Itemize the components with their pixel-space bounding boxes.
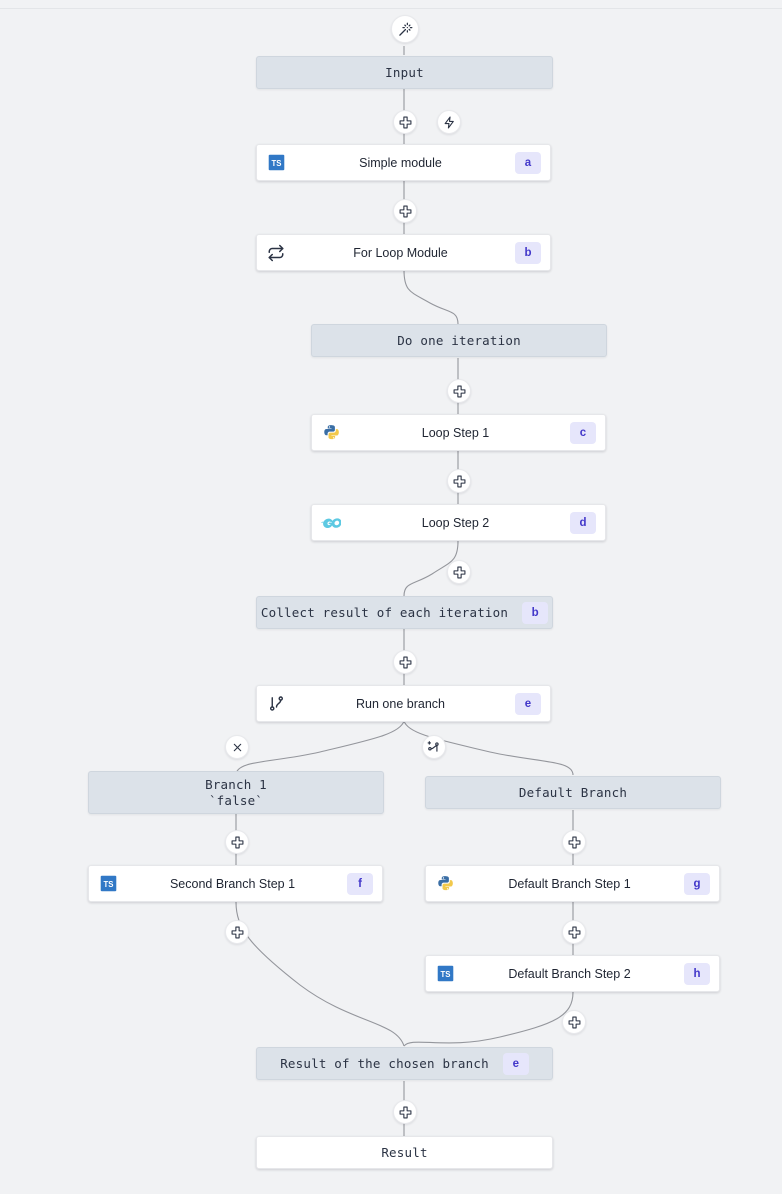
python-icon [321,423,341,443]
node-do-one-iteration[interactable]: Do one iteration [311,324,607,357]
node-second-branch-step-1-label: Second Branch Step 1 [169,876,296,891]
svg-text:TS: TS [103,880,113,889]
node-branch-1-label: Branch 1`false` [205,777,267,808]
typescript-icon: TS [266,153,286,173]
plus-icon [568,926,580,938]
node-branch-1-line2: `false` [208,792,264,808]
plus-icon [231,836,243,848]
node-run-one-branch-badge: e [515,692,541,715]
node-loop-step-1-badge: c [570,421,596,444]
git-branch-plus-icon [427,741,439,752]
plus-icon [399,116,411,128]
plus-icon [231,926,243,938]
node-default-branch-step-2-label: Default Branch Step 2 [508,966,631,981]
node-run-one-branch[interactable]: Run one branch e [256,685,551,722]
node-collect-result[interactable]: Collect result of each iteration b [256,596,553,629]
node-collect-result-badge: b [522,601,549,624]
node-second-branch-step-1-badge: f [347,872,373,895]
node-loop-step-2[interactable]: Loop Step 2 d [311,504,606,541]
node-input[interactable]: Input [256,56,553,89]
node-result-of-chosen-branch-label: Result of the chosen branch [280,1055,489,1071]
node-default-branch-step-1-label: Default Branch Step 1 [508,876,631,891]
close-icon [233,743,241,751]
node-do-one-iteration-label: Do one iteration [397,332,521,348]
add-step-button-input[interactable] [393,110,417,134]
toolbar-divider [0,8,782,9]
node-result-of-chosen-branch-badge: e [502,1052,529,1075]
node-result[interactable]: Result [256,1136,553,1169]
plus-icon [568,1016,580,1028]
node-for-loop-module[interactable]: For Loop Module b [256,234,551,271]
add-step-button-loop-step-1[interactable] [447,469,471,493]
node-simple-module-badge: a [515,151,541,174]
add-step-button-result-of-chosen-branch[interactable] [393,1100,417,1124]
plus-icon [399,205,411,217]
node-default-branch-step-1-badge: g [684,872,710,895]
ai-flow-builder-button[interactable] [391,15,419,43]
node-result-of-chosen-branch-content: Result of the chosen branch e [280,1052,529,1075]
node-default-branch[interactable]: Default Branch [425,776,721,809]
node-simple-module-label: Simple module [359,155,442,170]
node-for-loop-module-badge: b [515,241,541,264]
add-step-button-default-branch-step-1[interactable] [562,920,586,944]
magic-wand-icon [398,22,413,37]
node-default-branch-label: Default Branch [518,784,628,800]
add-step-button-default-branch-step-2[interactable] [562,1010,586,1034]
plus-icon [399,1106,411,1118]
remove-branch-button[interactable] [225,735,249,759]
node-result-label: Result [381,1144,428,1160]
node-branch-1[interactable]: Branch 1`false` [88,771,384,814]
node-loop-step-1-label: Loop Step 1 [421,425,490,440]
typescript-icon: TS [435,964,455,984]
plus-icon [568,836,580,848]
python-icon [435,874,455,894]
node-collect-result-content: Collect result of each iteration b [260,601,549,624]
plus-icon [453,385,465,397]
add-step-button-default-branch[interactable] [562,830,586,854]
node-loop-step-2-label: Loop Step 2 [421,515,490,530]
node-for-loop-module-label: For Loop Module [353,245,448,260]
typescript-icon: TS [98,874,118,894]
svg-text:TS: TS [271,159,281,168]
add-step-button-second-branch-step-1[interactable] [225,920,249,944]
add-step-button-do-one-iteration[interactable] [447,379,471,403]
node-second-branch-step-1[interactable]: TS Second Branch Step 1 f [88,865,383,902]
node-run-one-branch-label: Run one branch [356,696,445,711]
node-loop-step-1[interactable]: Loop Step 1 c [311,414,606,451]
add-step-button-simple-module[interactable] [393,199,417,223]
add-step-button-branch-1[interactable] [225,830,249,854]
plus-icon [399,656,411,668]
add-trigger-button[interactable] [437,110,461,134]
zap-icon [444,116,454,128]
node-input-label: Input [385,64,424,80]
add-branch-button[interactable] [422,735,446,759]
go-icon [321,513,341,533]
node-collect-result-label: Collect result of each iteration [260,604,509,620]
node-result-of-chosen-branch[interactable]: Result of the chosen branch e [256,1047,553,1080]
node-default-branch-step-1[interactable]: Default Branch Step 1 g [425,865,720,902]
plus-icon [453,475,465,487]
node-loop-step-2-badge: d [570,511,596,534]
node-branch-1-line1: Branch 1 [205,776,267,792]
node-default-branch-step-2[interactable]: TS Default Branch Step 2 h [425,955,720,992]
add-step-button-collect-result[interactable] [393,650,417,674]
node-default-branch-step-2-badge: h [684,962,710,985]
loop-icon [266,243,286,263]
add-step-button-loop-step-2[interactable] [447,560,471,584]
svg-text:TS: TS [440,970,450,979]
plus-icon [453,566,465,578]
git-branch-icon [266,694,286,714]
node-simple-module[interactable]: TS Simple module a [256,144,551,181]
